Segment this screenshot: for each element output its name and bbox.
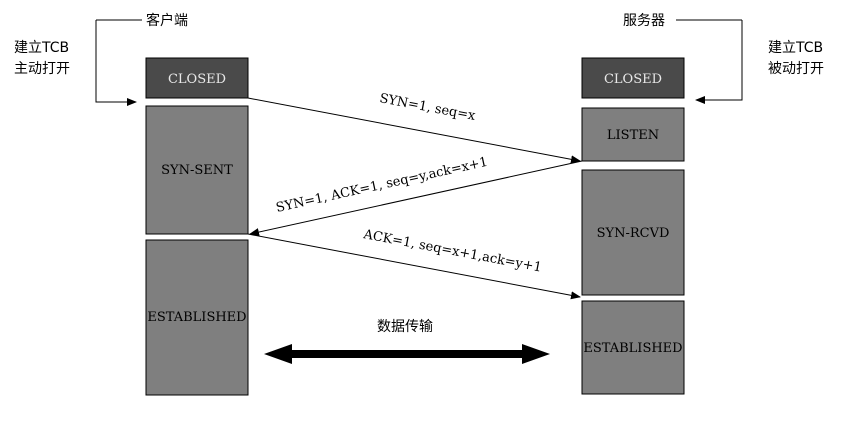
data-transfer-label: 数据传输 <box>377 319 433 335</box>
client-state-closed <box>145 57 249 99</box>
client-state-established-label: ESTABLISHED <box>147 310 246 325</box>
data-transfer-double-arrow <box>264 344 550 364</box>
server-state-listen <box>581 107 685 162</box>
client-title: 客户端 <box>146 12 188 29</box>
server-bracket-arrow <box>695 20 743 104</box>
client-state-syn-sent-label: SYN-SENT <box>161 163 233 178</box>
ack-message-label: ACK=1, seq=x+1,ack=y+1 <box>361 227 543 276</box>
server-title: 服务器 <box>623 13 665 29</box>
server-note-line1: 建立TCB <box>768 40 823 56</box>
server-state-syn-rcvd-label: SYN-RCVD <box>597 226 670 241</box>
syn-ack-message-label: SYN=1, ACK=1, seq=y,ack=x+1 <box>275 155 490 216</box>
server-state-established <box>581 300 685 395</box>
syn-arrow <box>247 97 581 164</box>
server-state-listen-label: LISTEN <box>607 128 659 143</box>
client-note-line1: 建立TCB <box>14 40 69 56</box>
client-state-established <box>145 239 249 396</box>
server-state-established-label: ESTABLISHED <box>583 341 682 356</box>
client-state-syn-sent <box>145 105 249 235</box>
ack-arrow <box>247 233 581 300</box>
client-bracket-arrow <box>95 20 137 106</box>
client-note-line2: 主动打开 <box>14 60 70 77</box>
client-state-closed-label: CLOSED <box>168 72 226 87</box>
server-state-closed-label: CLOSED <box>604 72 662 87</box>
syn-ack-arrow <box>249 160 583 236</box>
server-state-syn-rcvd <box>581 169 685 296</box>
syn-message-label: SYN=1, seq=x <box>378 91 477 124</box>
server-state-closed <box>581 57 685 99</box>
server-note-line2: 被动打开 <box>768 60 824 77</box>
